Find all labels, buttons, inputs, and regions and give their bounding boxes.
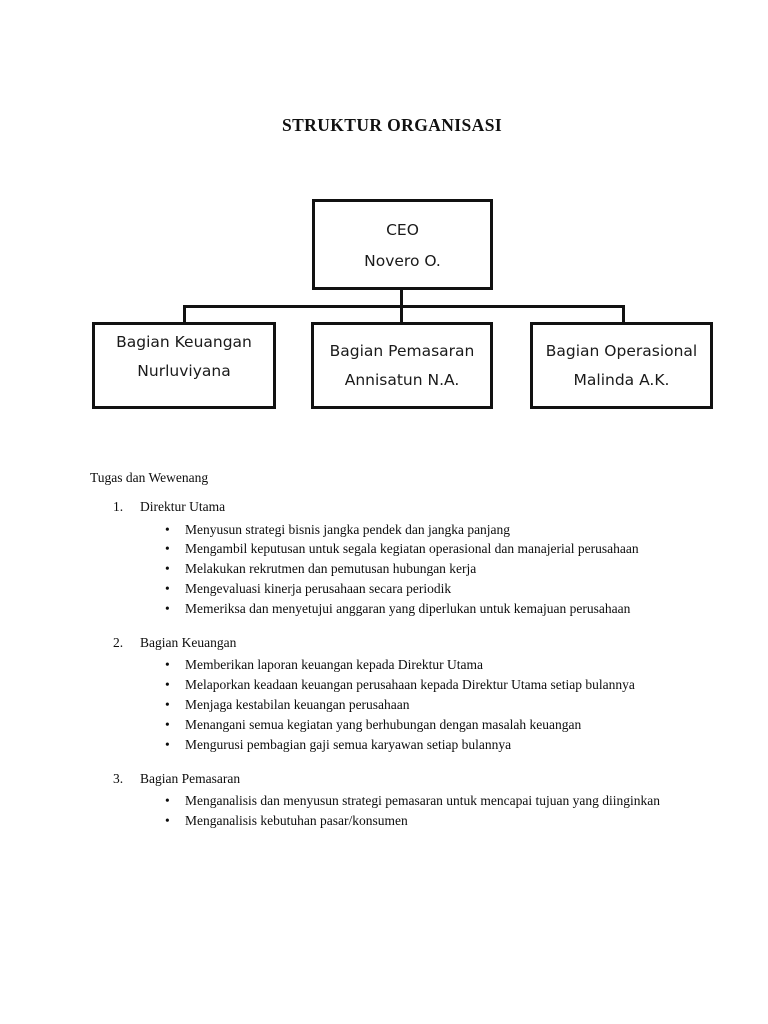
task-section-title-row: 2. Bagian Keuangan bbox=[90, 633, 690, 653]
bullet-icon: • bbox=[165, 716, 170, 732]
org-node-pemasaran-role: Bagian Pemasaran bbox=[329, 342, 475, 360]
list-item: • Menjaga kestabilan keuangan perusahaan bbox=[90, 695, 690, 715]
bullet-icon: • bbox=[165, 657, 170, 673]
task-section: 2. Bagian Keuangan • Memberikan laporan … bbox=[90, 633, 690, 755]
task-section: 3. Bagian Pemasaran • Menganalisis dan m… bbox=[90, 769, 690, 831]
connector-ceo-stem bbox=[400, 289, 403, 308]
task-sections: 1. Direktur Utama • Menyusun strategi bi… bbox=[90, 497, 690, 845]
list-item-text: Menyusun strategi bisnis jangka pendek d… bbox=[185, 521, 511, 537]
bullet-icon: • bbox=[165, 677, 170, 693]
list-item-text: Melakukan rekrutmen dan pemutusan hubung… bbox=[185, 561, 477, 577]
task-section-title: Bagian Pemasaran bbox=[140, 770, 241, 786]
org-node-operasional-name: Malinda A.K. bbox=[573, 370, 670, 389]
page-title: STRUKTUR ORGANISASI bbox=[281, 115, 503, 135]
connector-drop-pemasaran bbox=[400, 305, 403, 324]
list-item: • Menganalisis kebutuhan pasar/konsumen bbox=[90, 811, 690, 831]
list-item: • Mengurusi pembagian gaji semua karyawa… bbox=[90, 735, 690, 755]
org-node-ceo-name: Novero O. bbox=[364, 251, 441, 270]
connector-drop-operasional bbox=[622, 305, 625, 324]
bullet-icon: • bbox=[165, 736, 170, 752]
connector-horizontal-bar bbox=[183, 305, 625, 308]
task-section-title-row: 3. Bagian Pemasaran bbox=[90, 769, 690, 789]
org-node-keuangan-role: Bagian Keuangan bbox=[116, 333, 252, 351]
task-bullet-list: • Menganalisis dan menyusun strategi pem… bbox=[90, 791, 690, 831]
list-item-text: Menganalisis kebutuhan pasar/konsumen bbox=[185, 812, 408, 828]
org-node-operasional-role: Bagian Operasional bbox=[545, 342, 698, 360]
bullet-icon: • bbox=[165, 581, 170, 597]
task-section-title: Bagian Keuangan bbox=[140, 634, 237, 650]
bullet-icon: • bbox=[165, 793, 170, 809]
bullet-icon: • bbox=[165, 697, 170, 713]
org-node-keuangan: Bagian Keuangan Nurluviyana bbox=[92, 322, 276, 409]
list-item-text: Menjaga kestabilan keuangan perusahaan bbox=[185, 697, 410, 713]
list-item: • Melakukan rekrutmen dan pemutusan hubu… bbox=[90, 559, 690, 579]
org-node-pemasaran-name: Annisatun N.A. bbox=[344, 370, 460, 389]
task-section-number: 1. bbox=[113, 499, 124, 514]
list-item: • Menangani semua kegiatan yang berhubun… bbox=[90, 715, 690, 735]
list-item: • Menganalisis dan menyusun strategi pem… bbox=[90, 791, 690, 811]
list-item-text: Menganalisis dan menyusun strategi pemas… bbox=[185, 793, 661, 809]
list-item-text: Mengurusi pembagian gaji semua karyawan … bbox=[185, 736, 512, 752]
bullet-icon: • bbox=[165, 812, 170, 828]
list-item-text: Mengambil keputusan untuk segala kegiata… bbox=[185, 541, 639, 557]
task-section-number: 2. bbox=[113, 634, 124, 650]
list-item: • Memberikan laporan keuangan kepada Dir… bbox=[90, 655, 690, 675]
organization-chart: CEO Novero O. Bagian Keuangan Nurluviyan… bbox=[0, 0, 768, 430]
org-node-operasional: Bagian Operasional Malinda A.K. bbox=[530, 322, 713, 409]
task-section-title: Direktur Utama bbox=[140, 499, 226, 514]
task-bullet-list: • Menyusun strategi bisnis jangka pendek… bbox=[90, 520, 690, 619]
task-section: 1. Direktur Utama • Menyusun strategi bi… bbox=[90, 497, 690, 619]
list-item-text: Mengevaluasi kinerja perusahaan secara p… bbox=[185, 581, 452, 597]
org-node-ceo: CEO Novero O. bbox=[312, 199, 493, 290]
list-item: • Memeriksa dan menyetujui anggaran yang… bbox=[90, 599, 690, 619]
list-item-text: Memeriksa dan menyetujui anggaran yang d… bbox=[185, 600, 631, 616]
org-node-ceo-role: CEO bbox=[386, 221, 419, 239]
list-item: • Melaporkan keadaan keuangan perusahaan… bbox=[90, 675, 690, 695]
list-item-text: Melaporkan keadaan keuangan perusahaan k… bbox=[185, 677, 635, 693]
task-section-title-row: 1. Direktur Utama bbox=[90, 497, 690, 517]
list-item: • Mengambil keputusan untuk segala kegia… bbox=[90, 539, 690, 559]
task-bullet-list: • Memberikan laporan keuangan kepada Dir… bbox=[90, 655, 690, 754]
bullet-icon: • bbox=[165, 600, 170, 616]
list-item: • Mengevaluasi kinerja perusahaan secara… bbox=[90, 579, 690, 599]
org-node-keuangan-name: Nurluviyana bbox=[137, 361, 231, 380]
org-node-pemasaran: Bagian Pemasaran Annisatun N.A. bbox=[311, 322, 493, 409]
list-item-text: Memberikan laporan keuangan kepada Direk… bbox=[185, 657, 484, 673]
connector-drop-keuangan bbox=[183, 305, 186, 324]
list-item: • Menyusun strategi bisnis jangka pendek… bbox=[90, 520, 690, 540]
list-item-text: Menangani semua kegiatan yang berhubunga… bbox=[185, 716, 582, 732]
bullet-icon: • bbox=[165, 561, 170, 577]
tasks-heading: Tugas dan Wewenang bbox=[90, 470, 209, 485]
task-section-number: 3. bbox=[113, 770, 124, 786]
bullet-icon: • bbox=[165, 541, 170, 557]
bullet-icon: • bbox=[165, 521, 170, 537]
